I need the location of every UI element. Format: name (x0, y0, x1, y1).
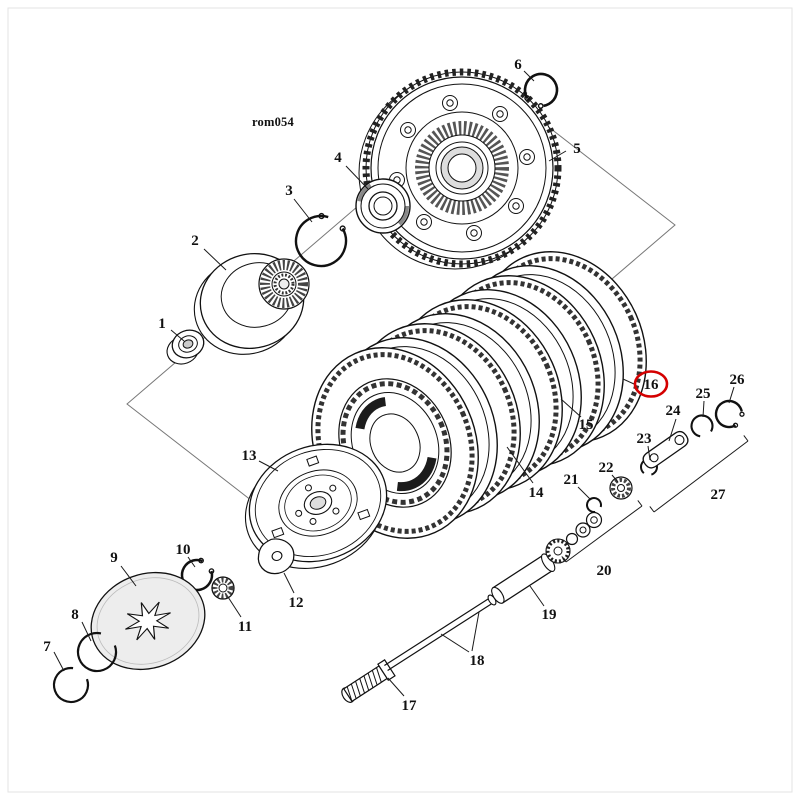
part-9-diaphragm-spring (90, 571, 206, 671)
part-12-release-plate (257, 538, 295, 575)
callout-20: 20 (597, 563, 612, 579)
callout-22: 22 (599, 460, 614, 476)
callout-3: 3 (285, 183, 293, 199)
callout-26: 26 (730, 372, 746, 388)
callout-11: 11 (238, 619, 252, 635)
callout-23: 23 (637, 431, 652, 447)
callout-25: 25 (696, 386, 711, 402)
bracket-27 (649, 435, 749, 513)
callout-14: 14 (529, 485, 545, 501)
part-19-gear-washer (545, 538, 571, 564)
callout-27: 27 (711, 487, 727, 503)
part-5-clutch-shell (358, 68, 562, 270)
diagram-code: rom054 (252, 115, 294, 129)
callout-9: 9 (110, 550, 118, 566)
callout-10: 10 (176, 542, 191, 558)
callout-16: 16 (644, 377, 660, 393)
callout-5: 5 (573, 141, 581, 157)
callout-13: 13 (242, 448, 257, 464)
part-4-bearing (355, 178, 411, 234)
callout-6: 6 (514, 57, 522, 73)
part-3-retaining-ring (294, 212, 348, 268)
part-21-ring (586, 497, 602, 513)
part-25-ring (690, 414, 714, 438)
callout-24: 24 (666, 403, 682, 419)
part-19-pushrod-sleeve (491, 553, 556, 604)
part-11-nut (211, 576, 235, 600)
part-26-circlip (714, 399, 745, 429)
part-8-spring-ring (76, 631, 118, 673)
part-18-pushrod (384, 594, 497, 672)
callout-12: 12 (289, 595, 304, 611)
callout-8: 8 (71, 607, 79, 623)
callout-1: 1 (158, 316, 166, 332)
callout-15: 15 (579, 417, 594, 433)
bracket-20 (561, 500, 643, 563)
part-20-washer-group (565, 511, 603, 546)
callout-17: 17 (402, 698, 418, 714)
highlight-circle (633, 370, 669, 398)
callout-2: 2 (191, 233, 199, 249)
part-24-release-lever (642, 430, 689, 469)
part-22-spring-washer (609, 476, 633, 500)
callout-19: 19 (542, 607, 557, 623)
part-7-spring-ring (52, 666, 90, 704)
callout-21: 21 (564, 472, 579, 488)
callout-4: 4 (334, 150, 342, 166)
page-border (7, 7, 793, 793)
callout-7: 7 (43, 639, 51, 655)
callout-18: 18 (470, 653, 485, 669)
callouts: 1 2 3 4 5 6 7 8 9 10 11 12 13 14 15 16 1… (43, 57, 745, 714)
part-17-adjuster-screw (341, 659, 396, 703)
leader-lines (53, 70, 735, 697)
part-2-clutch-hub (193, 252, 310, 355)
